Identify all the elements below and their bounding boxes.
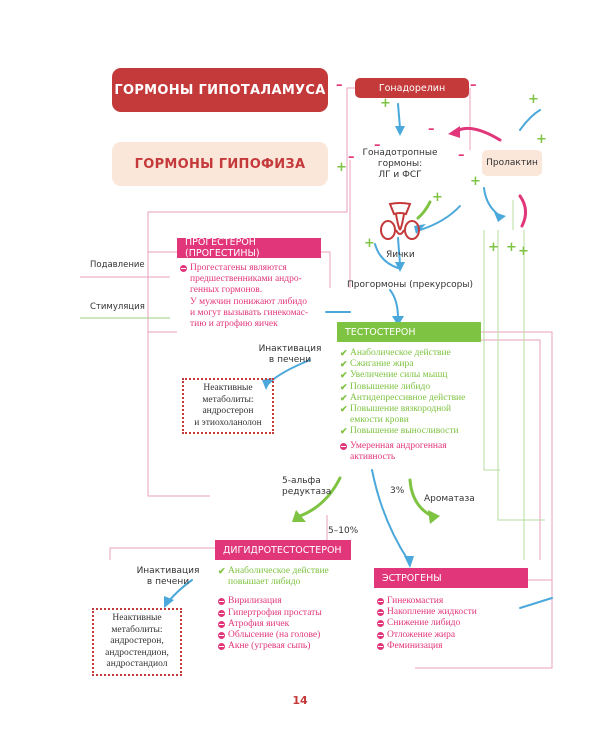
plus-sign: + xyxy=(488,240,499,255)
check-icon: ✔ xyxy=(340,359,348,370)
plus-sign: + xyxy=(536,132,547,147)
plus-sign: + xyxy=(528,92,539,107)
minus-sign: – xyxy=(348,150,355,165)
plus-sign: + xyxy=(432,190,443,205)
plus-sign: + xyxy=(518,244,529,259)
plus-sign: + xyxy=(506,240,517,255)
minus-icon xyxy=(340,442,347,450)
minus-icon xyxy=(377,642,384,650)
estrogen-percent-label: 3% xyxy=(390,486,405,496)
prohormones-label: Прогормоны (прекурсоры) xyxy=(347,280,473,290)
minus-sign: – xyxy=(374,138,381,153)
check-icon: ✔ xyxy=(340,392,348,403)
estrogen-effects: Гинекомастия Накопление жидкости Снижени… xyxy=(377,596,517,652)
gonadorelin-node: Гонадорелин xyxy=(355,78,469,98)
check-icon: ✔ xyxy=(340,404,348,415)
dht-effects: ✔Анаболическое действие повышает либидо … xyxy=(218,566,329,652)
estrogens-header: ЭСТРОГЕНЫ xyxy=(374,568,528,588)
prolactin-node: Пролактин xyxy=(482,150,542,176)
minus-sign: – xyxy=(336,78,343,93)
minus-icon xyxy=(218,620,225,628)
plus-sign: + xyxy=(336,160,347,175)
reductase-label: 5-альфа редуктаза xyxy=(282,476,332,497)
minus-sign: – xyxy=(470,78,477,93)
aromatase-label: Ароматаза xyxy=(424,494,475,504)
minus-icon xyxy=(377,598,384,605)
gonadotropins-node: Гонадотропные гормоны: ЛГ и ФСГ xyxy=(362,148,438,180)
minus-icon xyxy=(218,632,225,640)
plus-sign: + xyxy=(380,96,391,111)
minus-sign: – xyxy=(428,122,435,137)
plus-sign: + xyxy=(364,236,375,251)
check-icon: ✔ xyxy=(340,348,348,358)
plus-sign: + xyxy=(470,174,481,189)
minus-icon xyxy=(180,265,187,272)
minus-icon xyxy=(218,609,225,617)
legend-stimulation: Стимуляция xyxy=(90,302,145,312)
liver-inactivation-1: Инактивация в печени xyxy=(258,344,322,366)
minus-icon xyxy=(377,631,384,639)
testosterone-header: ТЕСТОСТЕРОН xyxy=(337,322,481,342)
dht-header: ДИГИДРОТЕСТОСТЕРОН xyxy=(215,540,351,560)
progesterone-text: Прогестагены являются предшественниками … xyxy=(180,263,340,330)
inactive-metabolites-2: Неактивные метаболиты: андростерон, андр… xyxy=(92,608,182,676)
dht-percent-label: 5–10% xyxy=(328,526,359,536)
hypothalamus-header: ГОРМОНЫ ГИПОТАЛАМУСА xyxy=(112,68,328,112)
testosterone-effects: ✔Анаболическое действие ✔Сжигание жира ✔… xyxy=(340,348,466,462)
testes-label: Яички xyxy=(386,250,415,260)
check-icon: ✔ xyxy=(340,426,348,437)
minus-icon xyxy=(377,620,384,628)
pituitary-header: ГОРМОНЫ ГИПОФИЗА xyxy=(112,142,328,186)
progesterone-header: ПРОГЕСТЕРОН (ПРОГЕСТИНЫ) xyxy=(177,237,321,259)
check-icon: ✔ xyxy=(340,370,348,381)
check-icon: ✔ xyxy=(218,566,226,576)
testes-icon xyxy=(380,202,420,240)
minus-icon xyxy=(218,598,225,606)
inactive-metabolites-1: Неактивные метаболиты: андростерон и эти… xyxy=(182,378,274,434)
minus-icon xyxy=(218,643,225,651)
check-icon: ✔ xyxy=(340,381,348,392)
minus-sign: – xyxy=(458,148,465,163)
page-number: 14 xyxy=(292,694,308,707)
liver-inactivation-2: Инактивация в печени xyxy=(136,566,200,588)
minus-icon xyxy=(377,609,384,617)
legend-suppression: Подавление xyxy=(90,260,145,270)
